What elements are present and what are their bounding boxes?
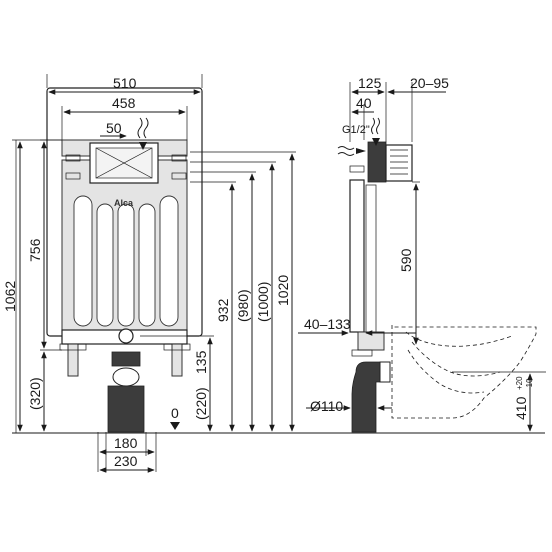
mount-bracket-left	[65, 172, 81, 180]
pipe-connector	[118, 328, 134, 344]
dim-offset-top: 50	[106, 120, 122, 136]
frame-column	[349, 179, 365, 333]
frame-foot	[357, 331, 385, 351]
mount-bracket-right	[171, 154, 187, 162]
dim-range-40-133: 40–133	[304, 316, 351, 332]
dim-pipe-diameter: Ø110	[310, 398, 343, 414]
dim-height-590: 590	[398, 248, 414, 272]
mount-bracket	[349, 165, 365, 173]
cistern-block	[367, 141, 387, 183]
dim-height-total: 1062	[2, 281, 18, 312]
brand-logo: Alca	[114, 198, 134, 208]
cistern-rib	[73, 195, 93, 327]
frame-foot-right	[163, 343, 191, 351]
dim-depth-20-95: 20–95	[410, 75, 449, 91]
dim-height-932: 932	[215, 298, 231, 322]
floor-zero-marker	[170, 422, 180, 430]
mount-bracket-right	[171, 172, 187, 180]
dim-height-frame: 756	[27, 238, 43, 262]
dim-width-180: 180	[114, 435, 138, 451]
drain-pipe-side	[351, 361, 389, 433]
drain-pipe-lower	[107, 385, 145, 433]
dim-height-1020: 1020	[275, 275, 291, 306]
pipe-connector-side	[379, 361, 391, 383]
cistern-rib	[96, 203, 114, 327]
frame-foot-pad	[351, 349, 373, 357]
dim-height-220: (220)	[193, 387, 209, 420]
dim-height-410: 410	[513, 396, 529, 420]
frame-column-inner	[365, 184, 377, 336]
dim-height-foot: (320)	[27, 377, 43, 410]
dim-height-1000: (1000)	[255, 282, 271, 322]
floor-zero-label: 0	[171, 405, 179, 421]
water-arrow-icon	[137, 117, 149, 139]
flush-plate	[385, 144, 413, 182]
dim-width-230: 230	[114, 453, 138, 469]
cistern-rib	[117, 203, 135, 327]
dim-width-outer: 510	[113, 75, 137, 91]
frame-leg-left	[67, 343, 79, 377]
dim-depth-125: 125	[358, 75, 382, 91]
drain-pipe-bend	[112, 367, 140, 387]
dim-width-inner: 458	[112, 95, 136, 111]
front-view: Alca 510 458 50 1062	[2, 74, 296, 473]
dim-height-135: 135	[193, 350, 209, 374]
cistern-rib	[138, 203, 156, 327]
frame-foot-left	[59, 343, 87, 351]
water-arrow-icon	[371, 117, 380, 135]
frame-leg-right	[171, 343, 183, 377]
drain-pipe-upper	[111, 351, 141, 367]
cistern-rib	[159, 195, 179, 327]
mount-bracket-left	[65, 154, 81, 162]
dim-height-980: (980)	[235, 289, 251, 322]
water-inlet-label: G1/2"	[342, 124, 370, 136]
wc-bowl-outline	[391, 325, 537, 419]
dim-depth-40: 40	[356, 95, 372, 111]
side-view: 125 20–95 40 G1/2" 590 40–133 Ø110 410 +…	[298, 75, 546, 433]
dim-tol-minus: -10	[525, 378, 534, 390]
dim-tol-plus: +20	[515, 376, 524, 390]
water-inlet-icon	[337, 146, 355, 156]
